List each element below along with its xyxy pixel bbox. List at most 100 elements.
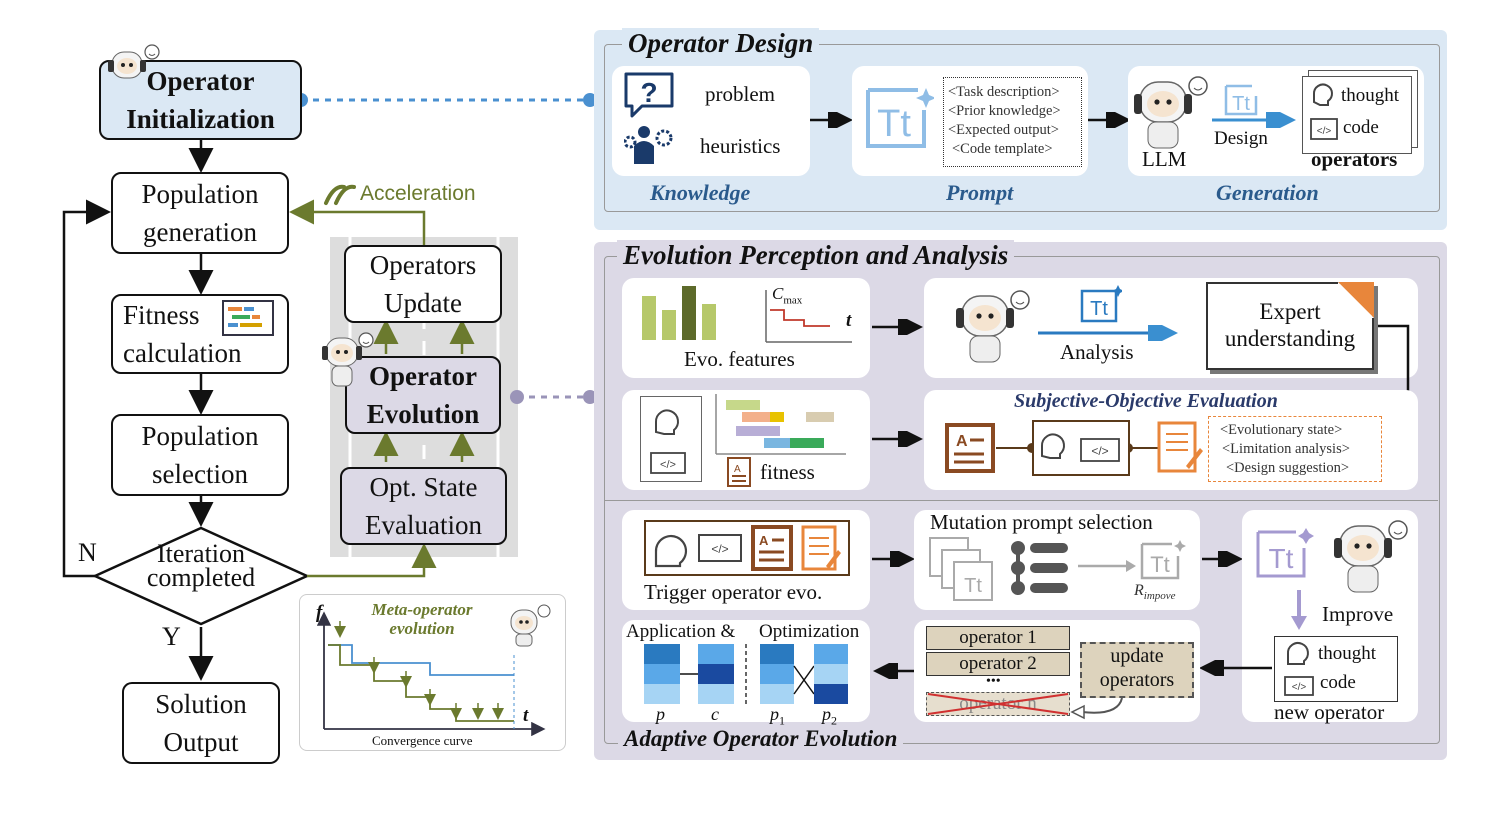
p2-text: p [822, 704, 831, 724]
problem-label: problem [705, 82, 775, 106]
robot-icon [1334, 520, 1408, 593]
soe-item-1: <Evolutionary state> [1220, 422, 1343, 438]
child-c-bar [698, 644, 734, 704]
sol-line1: Solution [155, 689, 247, 719]
mutation-label: Mutation prompt selection [930, 510, 1153, 534]
thought-head-icon [654, 534, 687, 568]
iteration-decision [91, 526, 311, 626]
soe-item-2: <Limitation analysis> [1222, 441, 1350, 457]
prompt-item-4: <Code template> [952, 141, 1053, 157]
robot-icon [956, 290, 1030, 363]
p2-label: p2 [822, 704, 837, 729]
question-icon: ? [624, 72, 674, 118]
p1-label: p1 [770, 704, 785, 729]
svg-text:</>: </> [1292, 682, 1307, 693]
adaptive-title: Adaptive Operator Evolution [618, 726, 904, 752]
svg-text:A: A [956, 433, 968, 450]
prompt-item-2: <Prior knowledge> [948, 103, 1061, 119]
design-arrow [1212, 112, 1296, 128]
acceleration-icon [324, 184, 356, 205]
text-tool-icon: Tt [1080, 285, 1122, 323]
arrow-trigger-mutation [872, 551, 915, 567]
r-improve-label: Rimpove [1134, 582, 1176, 602]
soe-title: Subjective-Objective Evaluation [1014, 390, 1278, 412]
robot-icon [108, 44, 160, 79]
robot-icon [510, 604, 551, 647]
update-line2: Update [384, 288, 462, 318]
update-line1: Operators [369, 250, 477, 280]
svg-text:Tt: Tt [964, 575, 982, 597]
arrow-prompt-generation [1088, 112, 1131, 128]
code-icon: </> [650, 452, 686, 474]
p1-text: p [770, 704, 779, 724]
meta-caption: Convergence curve [372, 733, 473, 748]
svg-text:Tt: Tt [1150, 552, 1170, 577]
replace-arrow [1070, 697, 1123, 720]
prompt-items-box [943, 77, 1082, 167]
convergence-line-blue [328, 644, 514, 676]
prompt-card [852, 66, 1088, 176]
svg-text:</>: </> [660, 459, 676, 471]
svg-text:Tt: Tt [1090, 298, 1108, 320]
design-label: Design [1214, 128, 1268, 149]
arrow-newop-update [1199, 660, 1272, 676]
evo-line1: Operator [369, 361, 477, 391]
document-icon: A [751, 525, 793, 571]
operator-1-box: operator 1 [926, 626, 1070, 650]
soe-items-box [1208, 416, 1382, 482]
r-text: R [1134, 582, 1144, 599]
operator-2-box: operator 2 [926, 652, 1070, 676]
code-icon: </> [1080, 438, 1120, 462]
parent-p2-bar [814, 644, 848, 704]
iter-line2: completed [146, 563, 256, 592]
knowledge-label: Knowledge [650, 180, 751, 205]
convergence-chart [316, 611, 546, 737]
init-line2: Initialization [126, 104, 275, 134]
expert-line1: Expert [1259, 299, 1321, 324]
evo-t-label: t [846, 310, 852, 331]
parent-p1-bar [760, 644, 794, 704]
thought-head-icon [654, 409, 679, 435]
expert-understanding-box [1206, 282, 1374, 370]
parent-p-bar [644, 644, 680, 704]
strike-icon [927, 693, 1069, 715]
opt-line1: Opt. State [369, 472, 478, 502]
prompt-item-3: <Expected output> [948, 122, 1059, 138]
cmax-text: C [772, 284, 784, 303]
application-label: Application & [626, 621, 736, 642]
code-icon: </> [698, 534, 742, 562]
popsel-line2: selection [152, 459, 248, 489]
arrow-pool-application [873, 663, 914, 679]
document-icon: A [727, 457, 751, 487]
perception-title: Evolution Perception and Analysis [617, 240, 1015, 271]
robot-icon [322, 332, 374, 387]
robot-icon [1134, 76, 1208, 149]
report-icon [1157, 421, 1203, 473]
sol-line2: Output [163, 727, 239, 757]
gantt-chart-icon [715, 394, 846, 455]
fitness-label: fitness [760, 460, 815, 484]
svg-text:</>: </> [711, 542, 728, 556]
text-tool-icon: Tt [1256, 528, 1314, 578]
operator-1-label: operator 1 [959, 627, 1037, 648]
gray-arrow [1078, 560, 1136, 572]
cmax-sub: max [783, 294, 803, 307]
c-label: c [711, 704, 719, 724]
y-label: Y [162, 622, 181, 651]
popgen-line1: Population [141, 179, 259, 209]
thought-label: thought [1341, 85, 1400, 106]
svg-text:</>: </> [1317, 126, 1332, 137]
convergence-line-olive [328, 644, 514, 722]
solution-encoding-icon [644, 644, 848, 706]
n-label: N [78, 538, 97, 567]
text-tool-icon: Tt [1224, 84, 1258, 116]
